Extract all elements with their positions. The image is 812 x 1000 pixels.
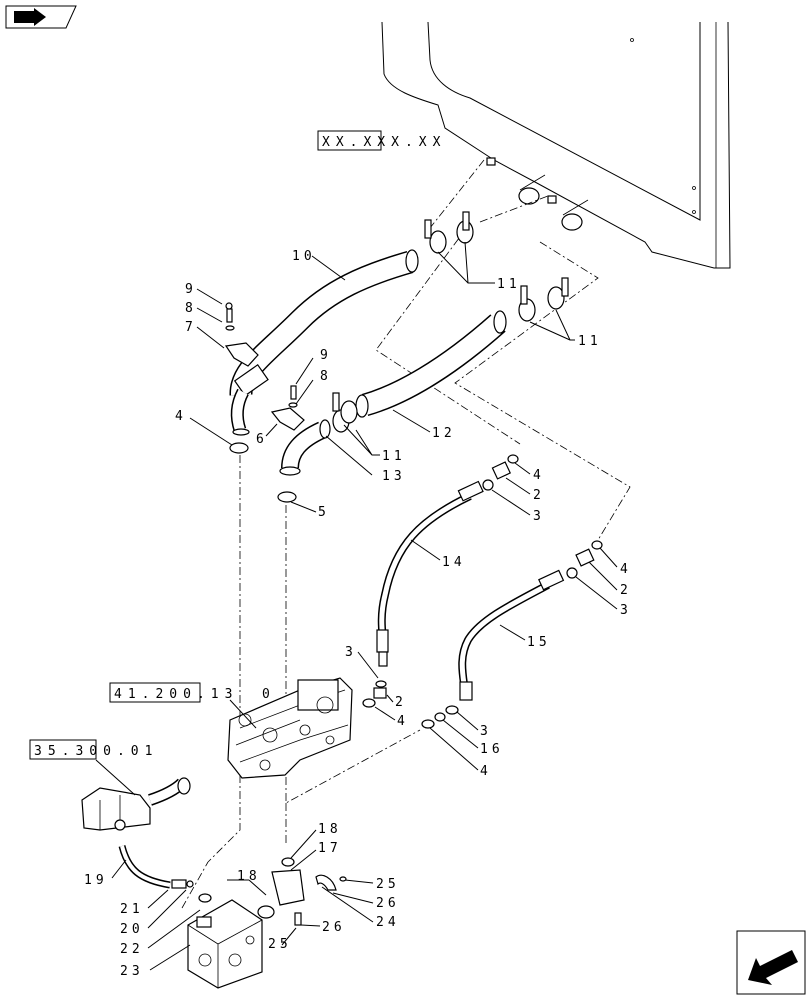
machine-frame bbox=[381, 21, 731, 269]
callout-label: 15 bbox=[527, 635, 551, 650]
callout-label: 11 bbox=[497, 277, 521, 292]
callout-label: 5 bbox=[318, 505, 330, 520]
callout-label: 10 bbox=[292, 249, 316, 264]
valve-bracket bbox=[81, 777, 194, 889]
mounting-hardware bbox=[224, 302, 305, 431]
callout-label: 3 bbox=[480, 724, 492, 739]
callout-label: 18 bbox=[237, 869, 261, 884]
callout-label: 14 bbox=[442, 555, 466, 570]
ref-label: XX.XXX.XX bbox=[322, 135, 446, 150]
callout-label: 3 bbox=[620, 603, 632, 618]
hose-12 bbox=[355, 310, 507, 418]
arrow-right-icon bbox=[14, 8, 46, 26]
callout-label: 6 bbox=[256, 432, 268, 447]
callout-label: 7 bbox=[185, 320, 197, 335]
callout-label: 8 bbox=[185, 301, 197, 316]
ref-label: 35.300.01 bbox=[34, 744, 158, 759]
callout-label: 17 bbox=[318, 841, 342, 856]
callout-label: 13 bbox=[382, 469, 406, 484]
hose-14 bbox=[376, 454, 519, 667]
callout-label: 22 bbox=[120, 942, 144, 957]
ref-label: 41.200.13 bbox=[114, 687, 238, 702]
hose-clamps bbox=[332, 211, 569, 433]
callout-label: 8 bbox=[320, 369, 332, 384]
ref-suffix-label: 0 bbox=[262, 687, 274, 702]
callout-label: 24 bbox=[376, 915, 400, 930]
callout-label: 2 bbox=[395, 695, 407, 710]
hose-15 bbox=[458, 540, 603, 701]
callout-label: 16 bbox=[480, 742, 504, 757]
leader-lines bbox=[95, 241, 618, 971]
callout-label: 11 bbox=[382, 449, 406, 464]
arrow-down-left-icon bbox=[748, 950, 798, 985]
flange-17 bbox=[257, 869, 347, 926]
callout-label: 2 bbox=[533, 488, 545, 503]
nav-prev-button[interactable] bbox=[5, 5, 77, 29]
callout-label: 3 bbox=[533, 509, 545, 524]
callout-label: 20 bbox=[120, 922, 144, 937]
callout-label: 12 bbox=[432, 426, 456, 441]
reference-xx[interactable]: XX.XXX.XX bbox=[317, 130, 446, 151]
reference-41200[interactable]: 41.200.13 bbox=[109, 682, 238, 703]
assembly-lines bbox=[181, 159, 631, 909]
elbow-13 bbox=[279, 419, 331, 476]
callout-label: 26 bbox=[376, 896, 400, 911]
callouts: 10 9 8 7 11 11 9 8 4 6 11 13 12 5 4 2 3 … bbox=[84, 249, 632, 979]
callout-label: 4 bbox=[620, 562, 632, 577]
callout-label: 23 bbox=[120, 964, 144, 979]
callout-label: 21 bbox=[120, 902, 144, 917]
callout-label: 3 bbox=[345, 645, 357, 660]
callout-label: 4 bbox=[397, 714, 409, 729]
hose-10 bbox=[229, 249, 419, 436]
reference-35300[interactable]: 35.300.01 bbox=[29, 739, 158, 760]
callout-label: 25 bbox=[268, 937, 292, 952]
callout-label: 19 bbox=[84, 873, 108, 888]
valve-block bbox=[187, 899, 263, 989]
pump-assembly bbox=[227, 677, 459, 779]
callout-label: 9 bbox=[320, 348, 332, 363]
callout-label: 26 bbox=[322, 920, 346, 935]
callout-label: 4 bbox=[480, 764, 492, 779]
o-rings bbox=[198, 442, 297, 903]
callout-label: 25 bbox=[376, 877, 400, 892]
callout-label: 11 bbox=[578, 334, 602, 349]
callout-label: 4 bbox=[533, 468, 545, 483]
callout-label: 2 bbox=[620, 583, 632, 598]
callout-label: 9 bbox=[185, 282, 197, 297]
callout-label: 18 bbox=[318, 822, 342, 837]
nav-next-button[interactable] bbox=[736, 930, 806, 995]
callout-label: 4 bbox=[175, 409, 187, 424]
